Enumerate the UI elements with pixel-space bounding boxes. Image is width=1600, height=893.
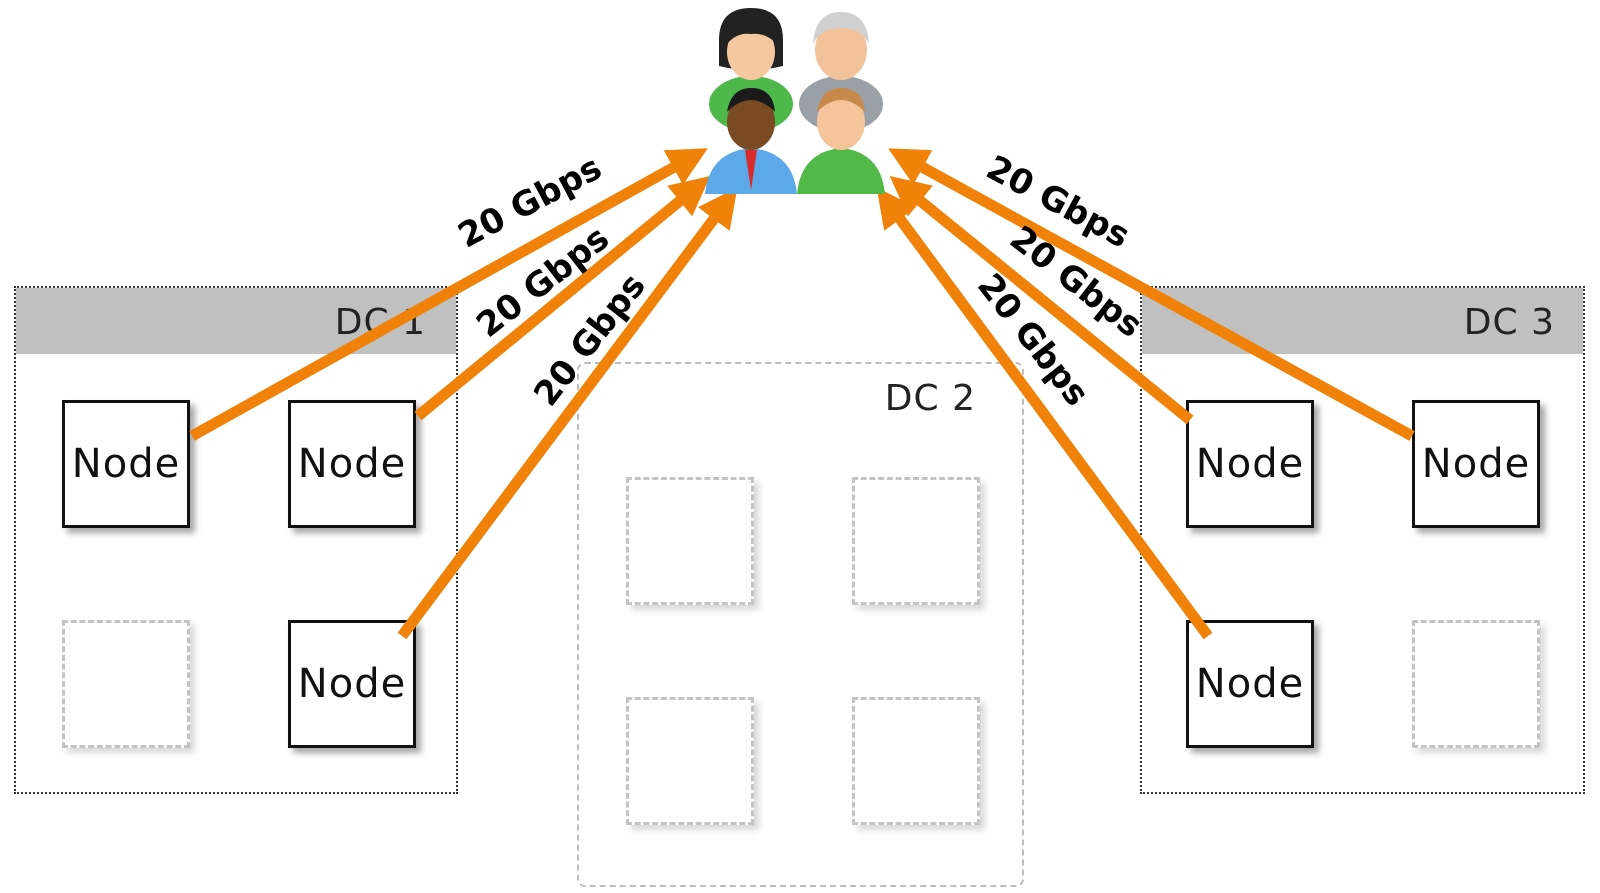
dc3-node-1: Node bbox=[1186, 400, 1314, 528]
dc1-node-4: Node bbox=[288, 620, 416, 748]
user-man-green-icon bbox=[797, 88, 885, 194]
dc3-node-4-empty bbox=[1412, 620, 1540, 748]
user-man-tie-icon bbox=[705, 88, 797, 194]
dc3-label: DC 3 bbox=[1463, 302, 1555, 343]
dc2-node-4-empty bbox=[852, 697, 980, 825]
dc2-label: DC 2 bbox=[884, 378, 976, 419]
dc1-node-2: Node bbox=[288, 400, 416, 528]
users-group-icon bbox=[705, 8, 885, 194]
link-bandwidth-label: 20 Gbps bbox=[979, 147, 1137, 257]
dc3-node-3: Node bbox=[1186, 620, 1314, 748]
dc3-node-2: Node bbox=[1412, 400, 1540, 528]
dc2-node-1-empty bbox=[626, 477, 754, 605]
dc2-node-2-empty bbox=[852, 477, 980, 605]
dc1-node-1: Node bbox=[62, 400, 190, 528]
dc1-node-3-empty bbox=[62, 620, 190, 748]
dc1-label: DC 1 bbox=[334, 302, 426, 343]
dc2-node-3-empty bbox=[626, 697, 754, 825]
